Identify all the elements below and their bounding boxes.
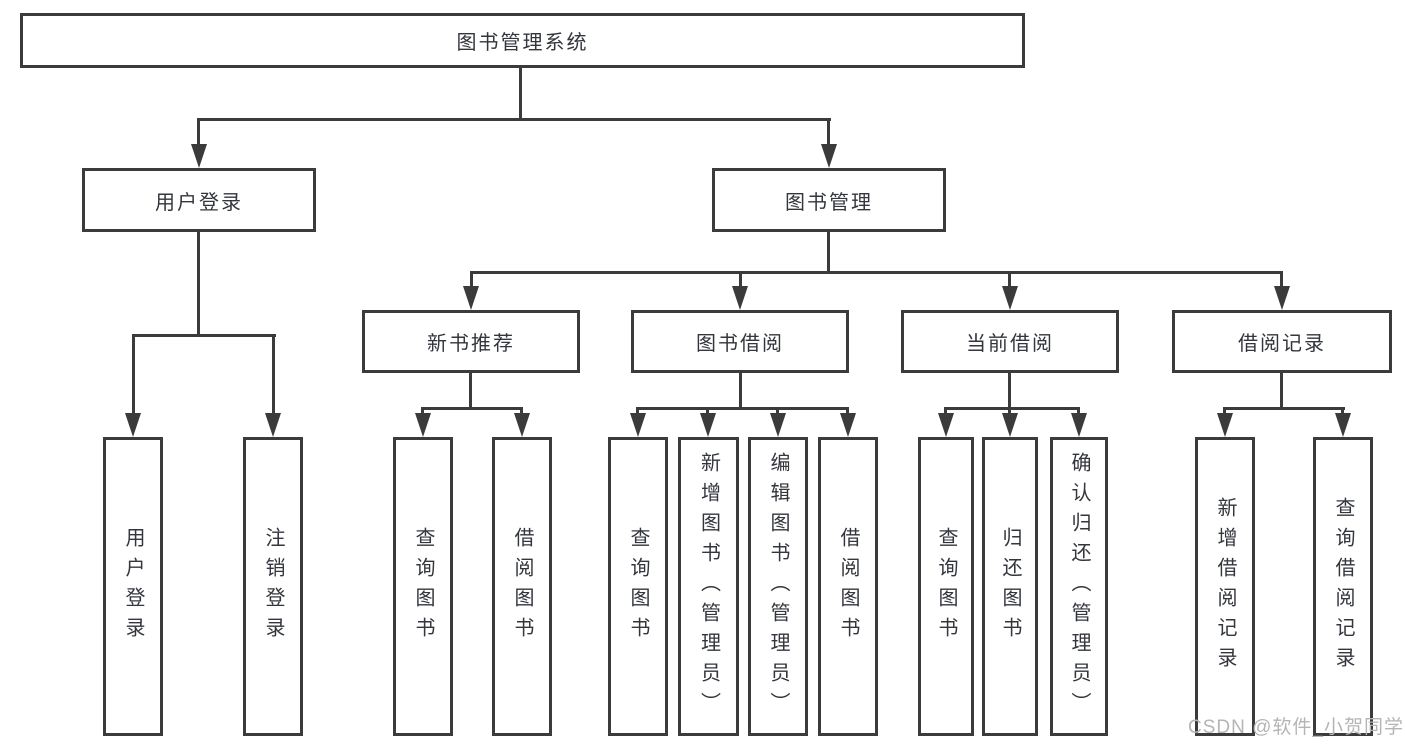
connector-hline (132, 334, 276, 337)
leaf-label: 用户登录 (122, 526, 144, 647)
connector-vline (846, 407, 849, 415)
arrowhead-down-icon (415, 413, 431, 437)
arrowhead-down-icon (1002, 413, 1018, 437)
connector-vline (132, 334, 135, 414)
leaf-query-books-current: 查询图书 (918, 437, 974, 736)
node-book-borrow: 图书借阅 (631, 310, 849, 373)
leaf-label: 借阅图书 (511, 526, 533, 647)
arrowhead-down-icon (770, 413, 786, 437)
connector-vline (827, 232, 830, 271)
connector-hline (470, 271, 1283, 274)
leaf-label: 查询图书 (412, 526, 434, 647)
arrowhead-down-icon (1274, 286, 1290, 310)
connector-vline (706, 407, 709, 415)
connector-vline (776, 407, 779, 415)
leaf-logout: 注销登录 (243, 437, 303, 736)
leaf-label: 查询借阅记录 (1332, 496, 1354, 677)
arrowhead-down-icon (125, 413, 141, 437)
csdn-watermark: CSDN @软件_小贺同学 (1188, 717, 1404, 738)
connector-vline (944, 407, 947, 415)
connector-hline (636, 407, 849, 410)
connector-vline (739, 271, 742, 287)
leaf-confirm-return-admin: 确认归还（管理员） (1050, 437, 1108, 736)
connector-vline (1280, 271, 1283, 287)
connector-vline (739, 373, 742, 407)
leaf-borrow-books: 借阅图书 (818, 437, 878, 736)
connector-hline (197, 118, 831, 121)
arrowhead-down-icon (732, 286, 748, 310)
leaf-query-borrow-record: 查询借阅记录 (1313, 437, 1373, 736)
leaf-label: 编辑图书（管理员） (767, 451, 789, 722)
leaf-label: 注销登录 (262, 526, 284, 647)
leaf-label: 查询图书 (627, 526, 649, 647)
leaf-label: 新增图书（管理员） (697, 451, 720, 722)
connector-vline (272, 334, 275, 414)
arrowhead-down-icon (938, 413, 954, 437)
connector-hline (1223, 407, 1345, 410)
leaf-label: 确认归还（管理员） (1068, 451, 1090, 722)
arrowhead-down-icon (821, 144, 837, 168)
arrowhead-down-icon (463, 286, 479, 310)
arrowhead-down-icon (1002, 286, 1018, 310)
arrowhead-down-icon (1071, 413, 1087, 437)
node-borrow-records: 借阅记录 (1172, 310, 1392, 373)
connector-vline (197, 118, 200, 146)
node-current-borrow: 当前借阅 (901, 310, 1119, 373)
leaf-query-books-borrow: 查询图书 (608, 437, 668, 736)
connector-vline (197, 232, 200, 334)
leaf-label: 借阅图书 (837, 526, 859, 647)
leaf-borrow-books-recommend: 借阅图书 (492, 437, 552, 736)
connector-vline (1223, 407, 1226, 415)
arrowhead-down-icon (1217, 413, 1233, 437)
connector-vline (469, 373, 472, 407)
connector-vline (470, 271, 473, 287)
leaf-label: 新增借阅记录 (1214, 496, 1236, 677)
connector-vline (1008, 271, 1011, 287)
node-book-management: 图书管理 (712, 168, 946, 232)
connector-vline (1280, 373, 1283, 407)
node-user-login: 用户登录 (82, 168, 316, 232)
arrowhead-down-icon (191, 144, 207, 168)
connector-vline (1341, 407, 1344, 415)
leaf-add-book-admin: 新增图书（管理员） (678, 437, 739, 736)
node-library-management-system: 图书管理系统 (20, 13, 1025, 68)
connector-vline (1077, 407, 1080, 415)
arrowhead-down-icon (1335, 413, 1351, 437)
leaf-label: 查询图书 (935, 526, 957, 647)
connector-vline (421, 407, 424, 415)
arrowhead-down-icon (265, 413, 281, 437)
leaf-label: 归还图书 (999, 526, 1021, 647)
arrowhead-down-icon (700, 413, 716, 437)
connector-hline (421, 407, 523, 410)
connector-vline (827, 118, 830, 146)
leaf-query-books-recommend: 查询图书 (393, 437, 453, 736)
arrowhead-down-icon (630, 413, 646, 437)
arrowhead-down-icon (840, 413, 856, 437)
node-new-book-recommend: 新书推荐 (362, 310, 580, 373)
leaf-add-borrow-record: 新增借阅记录 (1195, 437, 1255, 736)
leaf-return-books: 归还图书 (982, 437, 1038, 736)
connector-vline (636, 407, 639, 415)
connector-vline (1008, 407, 1011, 415)
connector-vline (520, 407, 523, 415)
connector-vline (519, 68, 522, 118)
connector-vline (1008, 373, 1011, 407)
connector-hline (944, 407, 1080, 410)
leaf-user-login: 用户登录 (103, 437, 163, 736)
leaf-edit-book-admin: 编辑图书（管理员） (748, 437, 808, 736)
arrowhead-down-icon (514, 413, 530, 437)
